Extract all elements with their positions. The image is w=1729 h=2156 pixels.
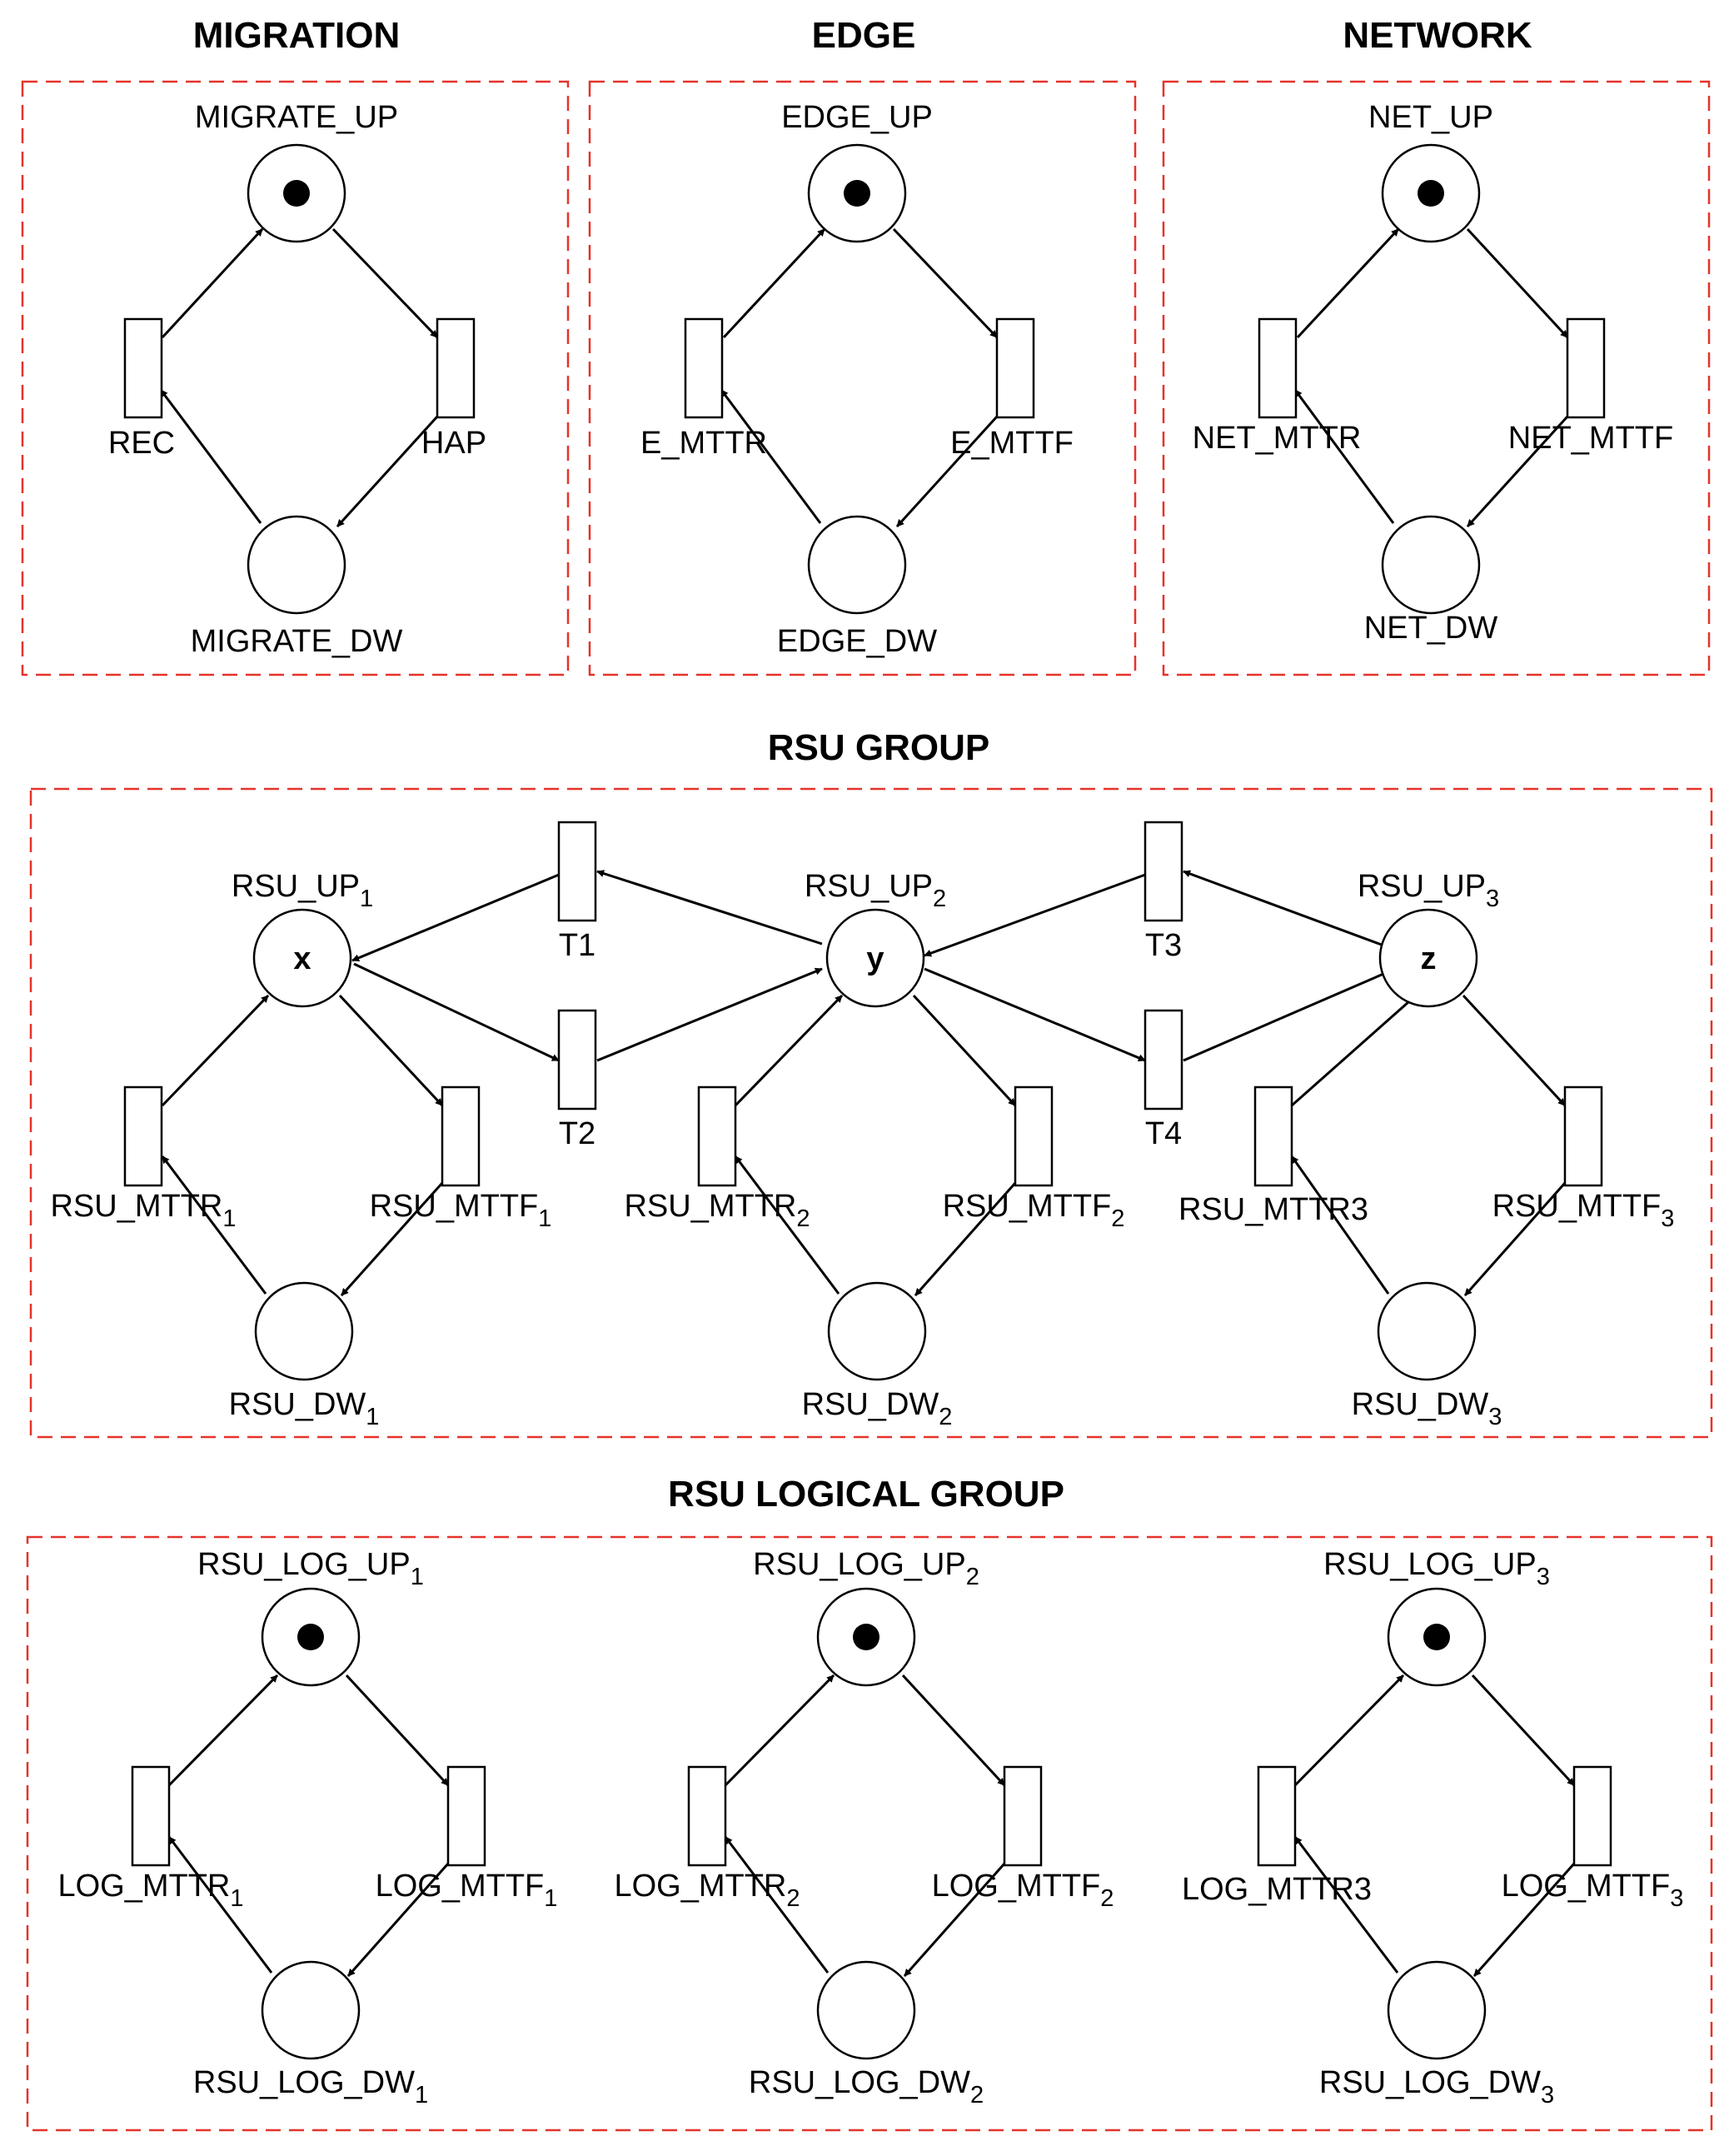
places: x y z [247,143,1487,2060]
token-dot [283,180,310,207]
transition-e-mttf [995,317,1035,419]
place-label: RSU_LOG_UP3 [1323,1547,1550,1590]
transition-labels: REC HAP E_MTTR E_MTTF NET_MTTR NET_MTTF … [50,421,1683,1912]
place-net-dw [1381,515,1481,615]
migration-frame [21,80,570,676]
transition-t1 [557,821,597,922]
transition-label: RSU_MTTF2 [943,1189,1125,1232]
rsu-logical-group-frame [26,1535,1713,2132]
place-rsu-up-1 [252,908,352,1008]
place-label: RSU_DW3 [1352,1387,1502,1430]
edge-frame [588,80,1137,676]
place-label: RSU_UP1 [232,869,373,912]
transition-rsu-mttf-3 [1563,1085,1603,1187]
place-label: RSU_DW1 [229,1387,380,1430]
place-rsu-log-dw-3 [1387,1960,1487,2060]
place-label: NET_UP [1368,100,1493,135]
place-edge-dw [807,515,907,615]
transition-label: LOG_MTTF1 [376,1869,558,1912]
transition-log-mttr-2 [687,1765,727,1867]
transition-label: NET_MTTR [1193,421,1362,456]
transition-label: T4 [1145,1116,1182,1151]
transition-label: T3 [1145,928,1182,963]
transition-label: RSU_MTTF1 [370,1189,552,1232]
place-rsu-log-dw-1 [261,1960,361,2060]
place-rsu-dw-2 [827,1281,927,1381]
transition-net-mttr [1258,317,1298,419]
transition-rsu-mttr-1 [123,1085,163,1187]
transition-label: T1 [559,928,595,963]
transition-label: E_MTTF [950,426,1074,461]
section-title-rsu-logical-group: RSU LOGICAL GROUP [668,1474,1064,1515]
place-label: RSU_LOG_UP1 [197,1547,424,1590]
place-label: RSU_LOG_UP2 [753,1547,979,1590]
place-label: EDGE_DW [777,624,937,659]
place-migrate-dw [247,515,346,615]
place-rsu-dw-3 [1377,1281,1477,1381]
place-rsu-log-dw-2 [816,1960,916,2060]
place-label: RSU_DW2 [802,1387,953,1430]
token-x: x [293,941,311,976]
section-title-migration: MIGRATION [193,15,401,56]
place-labels: MIGRATE_UP MIGRATE_DW EDGE_UP EDGE_DW NE… [191,100,1554,2109]
arcs [159,227,1576,1977]
place-rsu-up-3 [1378,908,1478,1008]
token-dot [844,180,870,207]
transition-log-mttf-2 [1003,1765,1043,1867]
place-label: MIGRATE_DW [191,624,403,659]
transition-label: RSU_MTTF3 [1492,1189,1675,1232]
transition-t4 [1144,1009,1183,1110]
place-rsu-dw-1 [254,1281,354,1381]
section-title-edge: EDGE [812,15,916,56]
place-label: RSU_LOG_DW3 [1319,2065,1554,2109]
transition-label: RSU_MTTR3 [1178,1192,1368,1227]
transition-hap [436,317,476,419]
place-label: RSU_LOG_DW2 [749,2065,984,2109]
transition-rsu-mttf-2 [1014,1085,1054,1187]
transition-t2 [557,1009,597,1110]
place-rsu-up-2 [825,908,925,1008]
token-dot [1423,1624,1450,1650]
transition-rsu-mttr-3 [1253,1085,1293,1187]
transitions [123,317,1612,1867]
place-label: MIGRATE_UP [195,100,398,135]
network-frame [1162,80,1711,676]
transition-label: LOG_MTTF3 [1502,1869,1684,1912]
transition-net-mttf [1566,317,1606,419]
transition-label: REC [108,426,175,461]
transition-log-mttf-3 [1572,1765,1612,1867]
transition-label: LOG_MTTR1 [57,1869,243,1912]
place-label: RSU_LOG_DW1 [193,2065,428,2109]
transition-rsu-mttr-2 [697,1085,737,1187]
section-title-rsu-group: RSU GROUP [768,727,989,768]
transition-label: LOG_MTTF2 [932,1869,1114,1912]
transition-log-mttr-3 [1257,1765,1297,1867]
transition-label: LOG_MTTR2 [614,1869,800,1912]
transition-rec [123,317,163,419]
transition-log-mttr-1 [131,1765,171,1867]
transition-log-mttf-1 [446,1765,486,1867]
token-dot [297,1624,324,1650]
transition-label: E_MTTR [640,426,767,461]
place-label: RSU_UP3 [1358,869,1499,912]
token-dot [853,1624,879,1650]
transition-label: HAP [421,426,486,461]
transition-label: LOG_MTTR3 [1182,1872,1372,1907]
token-y: y [866,941,884,976]
transition-rsu-mttf-1 [441,1085,481,1187]
transition-label: T2 [559,1116,595,1151]
token-z: z [1421,941,1437,976]
transition-e-mttr [684,317,724,419]
section-title-network: NETWORK [1343,15,1532,56]
transition-label: RSU_MTTR2 [624,1189,810,1232]
transition-t3 [1144,821,1183,922]
token-dot [1418,180,1444,207]
place-label: EDGE_UP [781,100,933,135]
transition-label: NET_MTTF [1508,421,1673,456]
rsu-group-frame [29,787,1713,1439]
place-label: RSU_UP2 [805,869,946,912]
place-label: NET_DW [1364,611,1498,646]
transition-label: RSU_MTTR1 [50,1189,236,1232]
